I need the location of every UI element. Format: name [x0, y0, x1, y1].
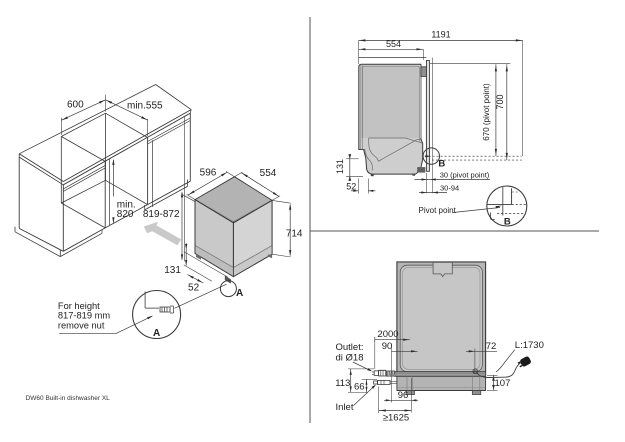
svg-text:remove nut: remove nut — [58, 320, 105, 330]
svg-text:min.: min. — [117, 199, 136, 210]
svg-text:52: 52 — [188, 283, 200, 294]
svg-text:714: 714 — [286, 229, 303, 240]
svg-text:72: 72 — [486, 341, 497, 352]
svg-text:2000: 2000 — [377, 329, 398, 340]
svg-text:700: 700 — [495, 94, 505, 109]
svg-text:66: 66 — [354, 381, 365, 392]
svg-text:A: A — [153, 328, 160, 339]
svg-text:min.555: min.555 — [127, 100, 163, 111]
svg-text:131: 131 — [164, 265, 181, 276]
svg-text:817-819 mm: 817-819 mm — [58, 311, 110, 321]
svg-text:107: 107 — [495, 378, 511, 389]
svg-text:≥1625: ≥1625 — [383, 413, 409, 424]
svg-text:554: 554 — [260, 168, 277, 179]
svg-text:B: B — [438, 158, 445, 169]
svg-text:1191: 1191 — [431, 30, 450, 40]
svg-text:819-872: 819-872 — [143, 209, 180, 220]
svg-text:A: A — [236, 288, 243, 299]
svg-text:di Ø18: di Ø18 — [336, 352, 364, 363]
svg-text:90: 90 — [382, 341, 393, 352]
svg-text:131: 131 — [335, 159, 345, 174]
svg-text:670 (pivot point): 670 (pivot point) — [482, 83, 491, 141]
svg-text:Inlet: Inlet — [336, 402, 354, 413]
svg-text:113: 113 — [335, 378, 350, 389]
svg-text:820: 820 — [117, 209, 134, 220]
svg-text:30-94: 30-94 — [440, 183, 459, 192]
svg-text:554: 554 — [386, 39, 401, 49]
svg-text:L:1730: L:1730 — [515, 340, 544, 351]
svg-text:Pivot point: Pivot point — [419, 206, 457, 215]
svg-text:600: 600 — [67, 100, 84, 111]
svg-text:Outlet:: Outlet: — [336, 342, 364, 353]
svg-text:52: 52 — [346, 181, 356, 191]
svg-text:B: B — [504, 216, 511, 227]
svg-text:30 (pivot point): 30 (pivot point) — [440, 171, 490, 180]
svg-text:For height: For height — [58, 301, 100, 311]
svg-text:96: 96 — [398, 390, 409, 401]
svg-text:596: 596 — [200, 168, 217, 179]
svg-text:DW60 Built-in dishwasher XL: DW60 Built-in dishwasher XL — [26, 395, 111, 402]
